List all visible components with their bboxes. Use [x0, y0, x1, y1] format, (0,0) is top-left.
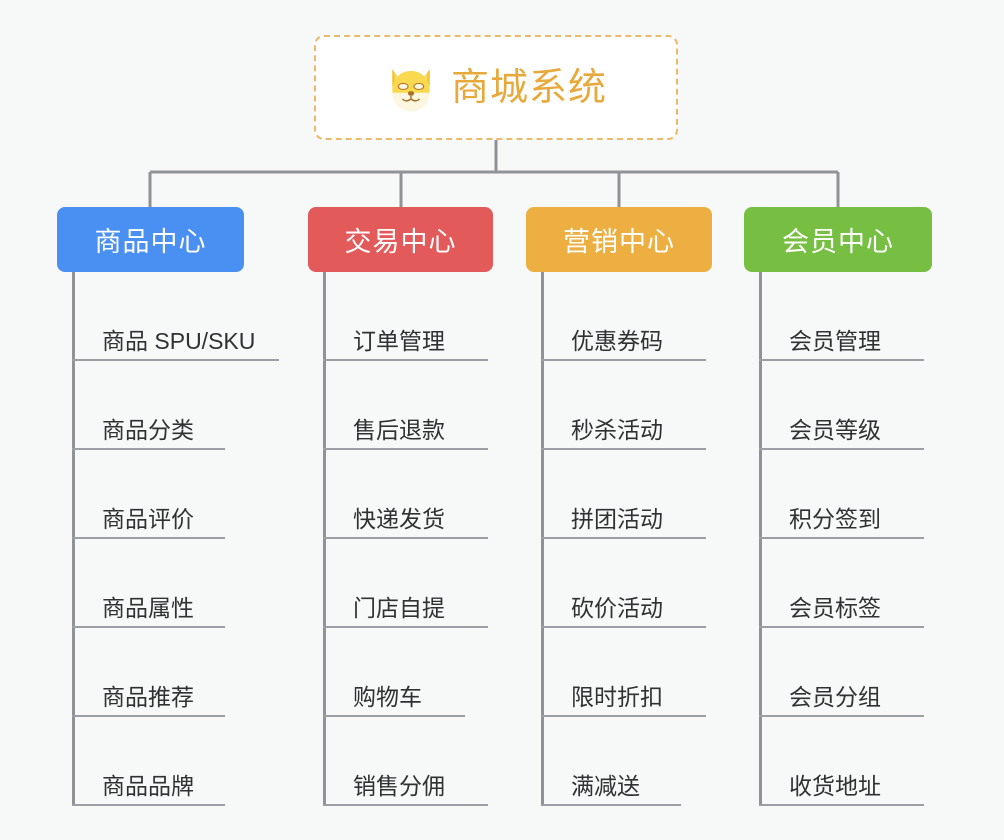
category-label: 会员中心 — [782, 227, 894, 257]
leaf-underline — [759, 715, 924, 717]
leaf-item[interactable]: 商品 SPU/SKU — [72, 272, 289, 361]
leaf-underline — [323, 359, 488, 361]
leaf-label: 会员标签 — [789, 595, 881, 621]
leaf-underline — [72, 359, 279, 361]
leaf-underline — [541, 715, 706, 717]
leaf-item[interactable]: 满减送 — [541, 717, 691, 806]
leaf-underline — [541, 359, 706, 361]
branch-trunk-line — [541, 272, 544, 806]
leaf-item[interactable]: 会员管理 — [759, 272, 934, 361]
leaf-underline — [541, 626, 706, 628]
leaf-label: 积分签到 — [789, 506, 881, 532]
leaf-item[interactable]: 商品评价 — [72, 450, 235, 539]
category-box-1[interactable]: 商品中心 — [57, 207, 244, 272]
leaf-item[interactable]: 砍价活动 — [541, 539, 716, 628]
leaf-label: 商品 SPU/SKU — [102, 328, 256, 354]
leaf-underline — [759, 537, 924, 539]
category-box-2[interactable]: 交易中心 — [308, 207, 493, 272]
leaf-underline — [72, 626, 225, 628]
category-box-3[interactable]: 营销中心 — [526, 207, 712, 272]
branch-trunk-line — [759, 272, 762, 806]
leaf-underline — [323, 537, 488, 539]
category-label: 营销中心 — [563, 227, 675, 257]
leaf-underline — [323, 804, 488, 806]
leaf-item[interactable]: 会员等级 — [759, 361, 934, 450]
leaf-item[interactable]: 商品分类 — [72, 361, 235, 450]
leaf-label: 限时折扣 — [571, 684, 663, 710]
leaf-item[interactable]: 积分签到 — [759, 450, 934, 539]
leaf-label: 优惠券码 — [571, 328, 663, 354]
leaf-underline — [759, 626, 924, 628]
leaf-label: 秒杀活动 — [571, 417, 663, 443]
leaf-underline — [72, 537, 225, 539]
leaf-item[interactable]: 会员分组 — [759, 628, 934, 717]
leaf-label: 商品属性 — [102, 595, 194, 621]
leaf-label: 满减送 — [571, 773, 640, 799]
leaf-item[interactable]: 购物车 — [323, 628, 475, 717]
leaf-item[interactable]: 会员标签 — [759, 539, 934, 628]
leaf-label: 销售分佣 — [353, 773, 445, 799]
category-label: 交易中心 — [344, 227, 457, 257]
leaf-underline — [759, 804, 924, 806]
leaf-underline — [72, 804, 225, 806]
leaf-underline — [759, 448, 924, 450]
category-label: 商品中心 — [94, 227, 207, 257]
leaf-underline — [323, 626, 488, 628]
leaf-label: 商品品牌 — [102, 773, 194, 799]
leaf-item[interactable]: 销售分佣 — [323, 717, 498, 806]
leaf-underline — [759, 359, 924, 361]
leaf-item[interactable]: 收货地址 — [759, 717, 934, 806]
category-box-4[interactable]: 会员中心 — [744, 207, 932, 272]
leaf-underline — [541, 537, 706, 539]
branch-trunk-line — [323, 272, 326, 806]
leaf-label: 拼团活动 — [571, 506, 663, 532]
leaf-label: 会员管理 — [789, 328, 881, 354]
leaf-label: 购物车 — [353, 684, 422, 710]
leaf-underline — [323, 448, 488, 450]
leaf-label: 商品推荐 — [102, 684, 194, 710]
leaf-item[interactable]: 门店自提 — [323, 539, 498, 628]
leaf-label: 售后退款 — [353, 417, 445, 443]
leaf-item[interactable]: 拼团活动 — [541, 450, 716, 539]
leaf-underline — [72, 715, 225, 717]
leaf-item[interactable]: 商品属性 — [72, 539, 235, 628]
leaf-item[interactable]: 快递发货 — [323, 450, 498, 539]
leaf-item[interactable]: 商品品牌 — [72, 717, 235, 806]
leaf-item[interactable]: 订单管理 — [323, 272, 498, 361]
leaf-item[interactable]: 商品推荐 — [72, 628, 235, 717]
leaf-label: 商品分类 — [102, 417, 194, 443]
leaf-underline — [72, 448, 225, 450]
leaf-label: 会员等级 — [789, 417, 881, 443]
leaf-label: 收货地址 — [789, 773, 881, 799]
leaf-label: 订单管理 — [353, 328, 445, 354]
leaf-underline — [541, 448, 706, 450]
leaf-underline — [323, 715, 465, 717]
leaf-label: 门店自提 — [353, 595, 445, 621]
shiba-dog-face-icon — [392, 68, 430, 111]
leaf-label: 快递发货 — [353, 506, 445, 532]
root-title: 商城系统 — [450, 66, 607, 109]
leaf-label: 会员分组 — [789, 684, 881, 710]
branch-trunk-line — [72, 272, 75, 806]
leaf-item[interactable]: 优惠券码 — [541, 272, 716, 361]
leaf-item[interactable]: 限时折扣 — [541, 628, 716, 717]
root-node[interactable]: 商城系统 — [314, 35, 678, 140]
leaf-underline — [541, 804, 681, 806]
leaf-item[interactable]: 售后退款 — [323, 361, 498, 450]
leaf-item[interactable]: 秒杀活动 — [541, 361, 716, 450]
leaf-label: 砍价活动 — [571, 595, 663, 621]
leaf-label: 商品评价 — [102, 506, 194, 532]
